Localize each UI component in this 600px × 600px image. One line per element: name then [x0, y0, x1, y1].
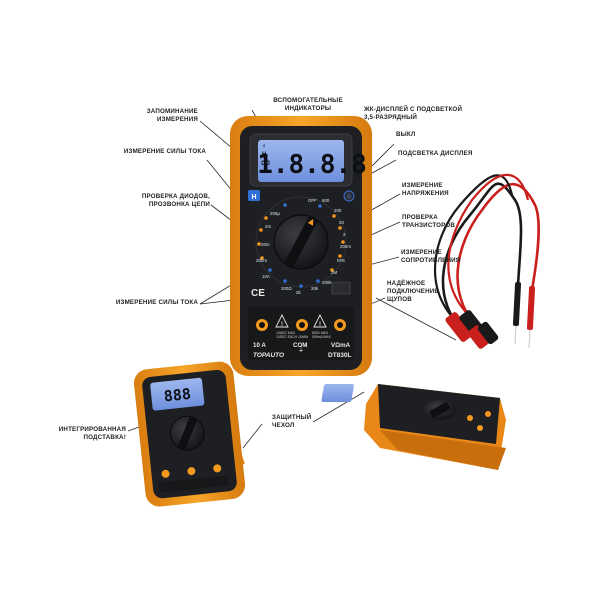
multimeter-with-stand: 888 [133, 361, 246, 507]
sun-icon: ☼ [346, 193, 352, 201]
jack-labels: 10 A COM VΩmA [253, 342, 351, 349]
svg-text:20m: 20m [261, 242, 270, 247]
svg-text:2: 2 [343, 232, 346, 237]
svg-text:10 A: 10 A [253, 342, 266, 349]
svg-text:200m: 200m [256, 258, 267, 263]
ground-icon: ⏚ [298, 347, 304, 354]
callout-current-top: ИЗМЕРЕНИЕ СИЛЫ ТОКА [123, 148, 206, 155]
svg-text:200k: 200k [322, 280, 332, 285]
svg-text:hFE: hFE [337, 258, 345, 263]
svg-text:888: 888 [163, 385, 192, 406]
multimeter-in-case [321, 384, 506, 470]
ce-mark: CE [251, 288, 265, 299]
jack-warnings: 10ADC MAX 10SEC EACH 15MIN 600V MAX 500m… [276, 331, 332, 339]
svg-text:200m: 200m [340, 244, 351, 249]
hold-key-label: H [251, 194, 256, 201]
svg-text:10SEC EACH 15MIN: 10SEC EACH 15MIN [276, 335, 309, 339]
svg-text:20k: 20k [311, 286, 319, 291]
callout-diode: ПРОВЕРКА ДИОДОВ,ПРОЗВОНКА ЦЕПИ [141, 193, 210, 208]
svg-text:2m: 2m [265, 224, 271, 229]
rotary-pointer [307, 219, 314, 226]
svg-text:500mA MAX: 500mA MAX [312, 335, 332, 339]
callout-backlight: ПОДСВЕТКА ДИСПЛЕЯ [398, 150, 473, 157]
svg-text:VΩmA: VΩmA [331, 342, 351, 349]
warning-icon [275, 313, 289, 328]
lightning-icon: ⚡ [262, 143, 266, 150]
warning-icon [313, 313, 327, 328]
lcd-hold-indicator: H [262, 152, 266, 158]
lcd-reading: 1.8.8.8 [257, 150, 367, 180]
battery-icon [261, 160, 270, 165]
svg-text:!: ! [319, 322, 321, 328]
model-name: DT830L [328, 352, 352, 359]
hfe-socket[interactable] [331, 281, 351, 295]
svg-text:2M: 2M [331, 270, 337, 275]
test-leads [434, 173, 540, 349]
callout-off: ВЫКЛ [396, 131, 416, 138]
svg-text:10A: 10A [262, 274, 270, 279]
main-multimeter: 1.8.8.8 H ⚡ H ☼ 200 [230, 116, 372, 376]
svg-text:200Ω: 200Ω [281, 286, 292, 291]
dial-range-labels: 200μ 2m 20m 200m 10A 200 600 20 2 200m 2… [256, 198, 351, 295]
svg-text:OFF: OFF [308, 198, 317, 203]
svg-text:600: 600 [322, 198, 330, 203]
svg-text:COM: COM [293, 342, 307, 349]
stand-view-lcd [150, 377, 205, 411]
svg-text:200: 200 [334, 208, 342, 213]
lcd-display [258, 140, 344, 182]
backlight-button[interactable] [343, 190, 355, 202]
svg-text:2k: 2k [296, 290, 301, 295]
callout-current-bottom: ИЗМЕРЕНИЕ СИЛЫ ТОКА [115, 299, 198, 306]
hold-button[interactable] [248, 190, 260, 201]
rotary-switch-grip [284, 215, 318, 269]
svg-text:200μ: 200μ [270, 211, 280, 216]
range-markers [255, 196, 347, 288]
svg-text:600V MAX: 600V MAX [312, 331, 329, 335]
svg-text:20: 20 [339, 220, 344, 225]
svg-text:!: ! [281, 322, 283, 328]
svg-text:10ADC MAX: 10ADC MAX [276, 331, 296, 335]
brand-logo: TOPAUTO [253, 352, 284, 359]
